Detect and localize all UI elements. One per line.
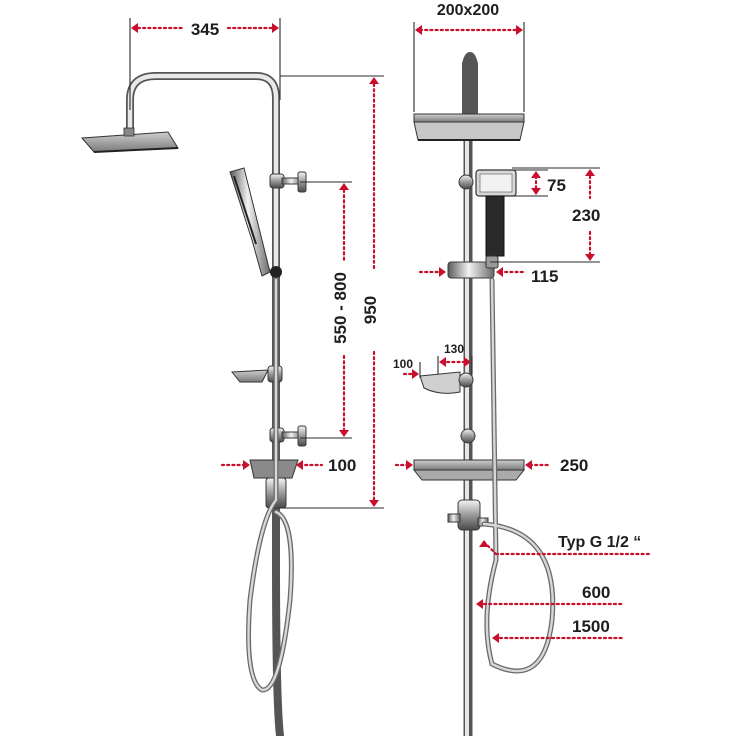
front-riser	[462, 52, 478, 120]
arrow-345-right	[272, 23, 279, 33]
arrow-230-bottom	[585, 254, 595, 261]
dimension-lines	[129, 18, 654, 643]
rain-head-front	[413, 113, 525, 141]
arrow-200-left	[415, 25, 422, 35]
riser-pipe-highlight	[127, 73, 279, 503]
front-clamp	[460, 428, 476, 444]
label-230: 230	[572, 206, 600, 225]
label-950: 950	[361, 296, 380, 324]
side-view	[80, 72, 307, 736]
label-115: 115	[531, 267, 558, 286]
front-view	[412, 52, 556, 736]
arrow-950-top	[369, 77, 379, 84]
riser-pipe	[126, 72, 284, 736]
arrow-75-bottom	[531, 188, 541, 195]
arrow-250-left	[406, 460, 413, 470]
hand-shower-front	[458, 169, 517, 257]
hose-front-highlight	[482, 278, 554, 673]
arrow-115-right	[496, 267, 503, 277]
arrow-250-right	[525, 460, 532, 470]
arrow-100s	[412, 369, 419, 379]
label-200x200: 200x200	[437, 2, 499, 19]
arrow-130-right	[464, 357, 471, 367]
label-100-tray: 100	[328, 456, 356, 475]
arrow-100-left	[243, 460, 250, 470]
hose-side-highlight	[247, 278, 293, 692]
hand-shower-side	[229, 167, 271, 277]
label-75: 75	[547, 176, 566, 195]
arrow-100-right	[296, 460, 303, 470]
dim-thread-diag	[482, 540, 498, 556]
label-600: 600	[582, 583, 610, 602]
label-250: 250	[560, 456, 588, 475]
arrow-345-left	[131, 23, 138, 33]
label-130: 130	[444, 342, 464, 356]
tray-front	[412, 459, 526, 481]
rain-head-side	[80, 127, 179, 153]
front-bracket	[447, 255, 499, 279]
arrow-130-left	[439, 357, 446, 367]
arrow-230-top	[585, 169, 595, 176]
label-thread: Typ G 1/2 “	[558, 534, 641, 551]
arrow-550-top	[339, 183, 349, 190]
label-345: 345	[191, 20, 219, 39]
label-1500: 1500	[572, 617, 610, 636]
arrow-115-left	[439, 267, 446, 277]
arrow-1500	[492, 633, 499, 643]
soap-dish-front	[419, 371, 474, 394]
arrow-550-bottom	[339, 430, 349, 437]
label-550-800: 550 - 800	[331, 272, 350, 344]
arrow-950-bottom	[369, 500, 379, 507]
slider-knob	[270, 266, 282, 278]
diverter	[447, 499, 489, 531]
arrow-200-right	[516, 25, 523, 35]
arrow-600	[476, 599, 483, 609]
label-100-soap: 100	[393, 357, 413, 371]
arrow-75-top	[531, 171, 541, 178]
